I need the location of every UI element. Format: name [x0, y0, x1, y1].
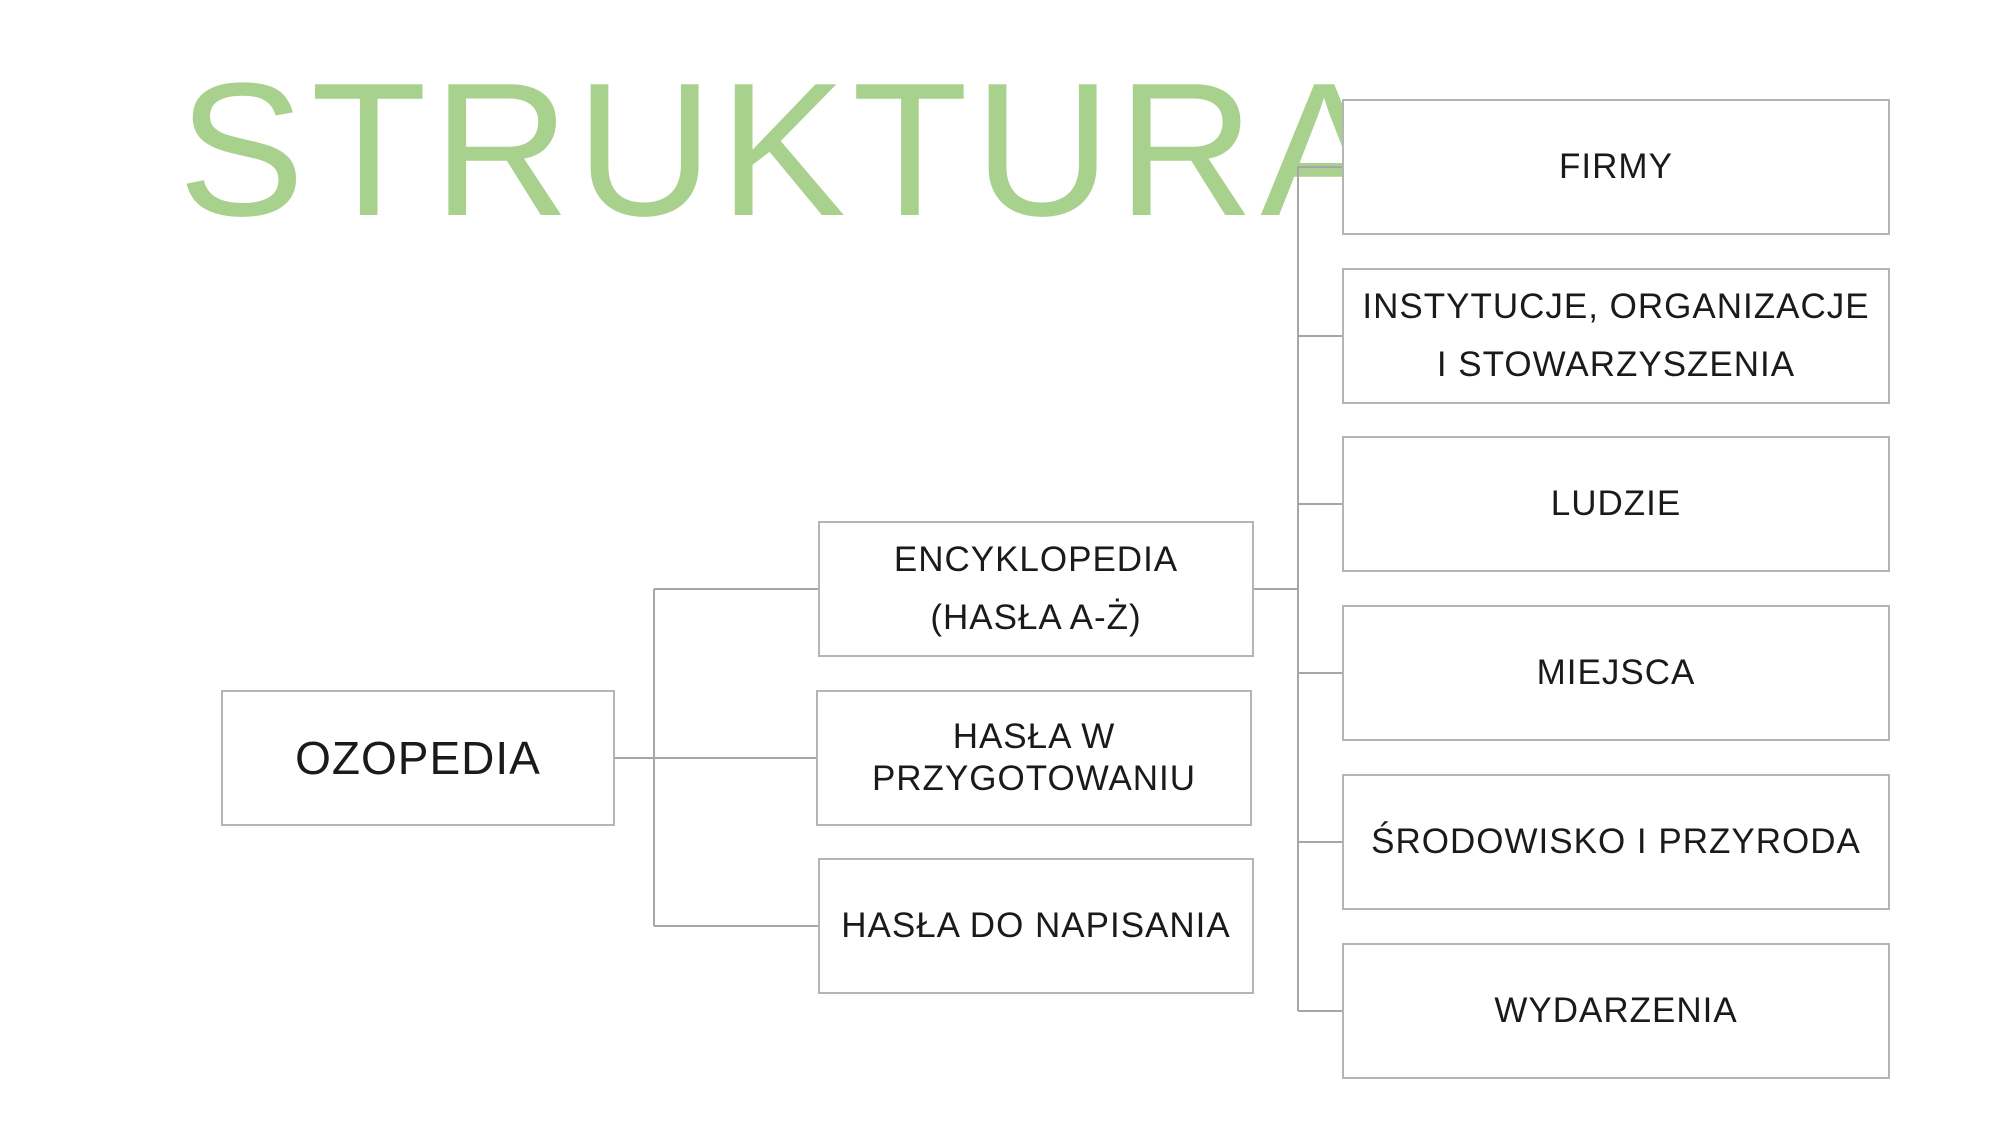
node-encyklopedia: ENCYKLOPEDIA (HASŁA A-Ż) [818, 521, 1254, 657]
node-ozopedia: OZOPEDIA [221, 690, 615, 826]
node-hasla-w-przygotowaniu: HASŁA W PRZYGOTOWANIU [816, 690, 1252, 826]
node-label-line-2: I STOWARZYSZENIA [1436, 345, 1796, 384]
node-miejsca: MIEJSCA [1342, 605, 1890, 741]
node-label: FIRMY [1559, 147, 1673, 186]
node-label-line-1: HASŁA W [952, 717, 1116, 756]
node-label: ŚRODOWISKO I PRZYRODA [1371, 822, 1861, 861]
node-label-line-1: INSTYTUCJE, ORGANIZACJE [1362, 287, 1870, 326]
node-label: LUDZIE [1550, 484, 1682, 523]
node-label-line-2: PRZYGOTOWANIU [871, 759, 1197, 798]
node-label: WYDARZENIA [1494, 991, 1738, 1030]
node-firmy: FIRMY [1342, 99, 1890, 235]
node-label-line-2: (HASŁA A-Ż) [930, 598, 1142, 637]
node-instytucje-organizacje: INSTYTUCJE, ORGANIZACJE I STOWARZYSZENIA [1342, 268, 1890, 404]
node-srodowisko-i-przyroda: ŚRODOWISKO I PRZYRODA [1342, 774, 1890, 910]
node-wydarzenia: WYDARZENIA [1342, 943, 1890, 1079]
node-ludzie: LUDZIE [1342, 436, 1890, 572]
node-label: MIEJSCA [1536, 653, 1696, 692]
node-label-line-1: ENCYKLOPEDIA [893, 540, 1179, 579]
node-hasla-do-napisania: HASŁA DO NAPISANIA [818, 858, 1254, 994]
node-label: OZOPEDIA [295, 732, 541, 784]
page-title: STRUKTURA [178, 44, 1394, 256]
node-label: HASŁA DO NAPISANIA [841, 906, 1231, 945]
